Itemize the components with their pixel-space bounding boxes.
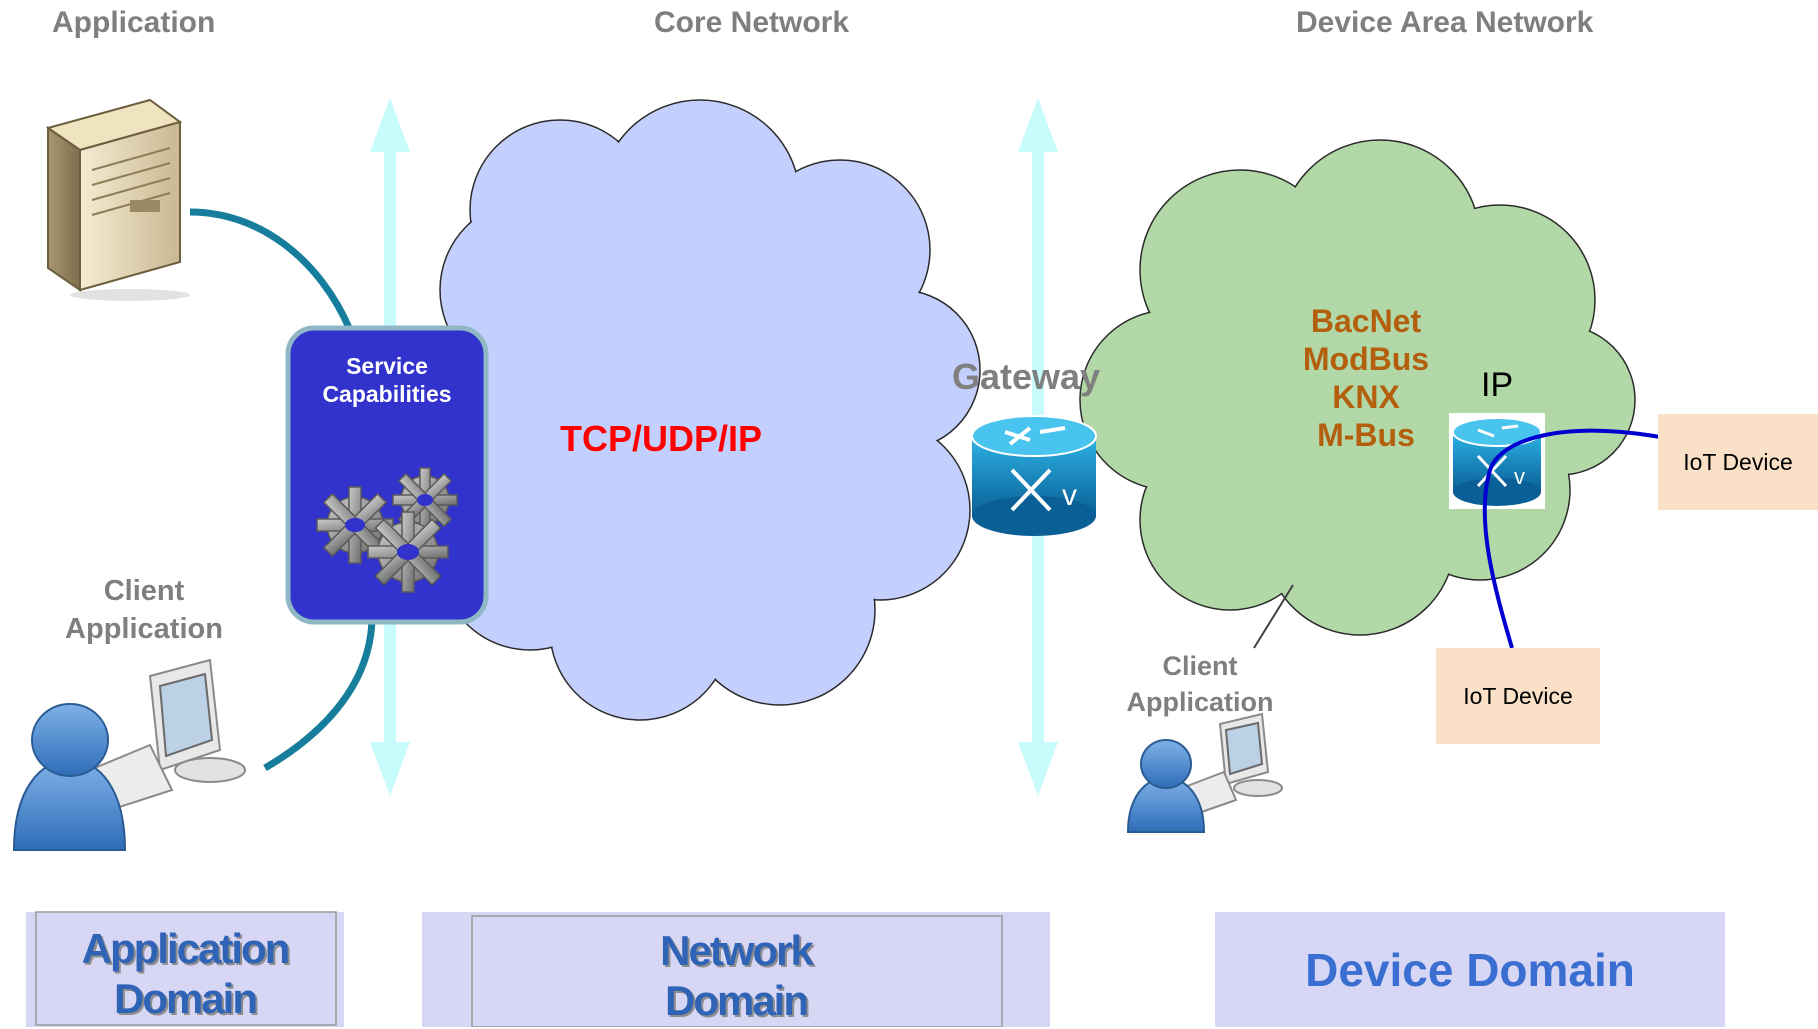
client-application-right-line1: Client [1162, 651, 1238, 681]
service-capabilities-line2: Capabilities [322, 381, 452, 407]
network-domain-box [422, 912, 1050, 1027]
service-capabilities-box [285, 325, 489, 625]
client-application-label-right: Client Application [1110, 648, 1290, 720]
application-domain-label: Application Domain [26, 920, 344, 1027]
person-icon-left [12, 703, 127, 851]
person-icon-right [1126, 739, 1206, 833]
client-link [263, 619, 376, 772]
device-domain-label: Device Domain [1215, 912, 1725, 1027]
application-domain-line2: Domain [113, 974, 258, 1022]
iot-device-box-2: IoT Device [1436, 648, 1600, 744]
gateway-router-icon: v [971, 415, 1097, 536]
client-workstation-icon-right [1126, 712, 1283, 833]
core-network-cloud [399, 99, 981, 721]
client-application-left-line2: Application [65, 613, 223, 645]
network-domain-line2: Domain [664, 976, 809, 1024]
client-connector [1253, 584, 1294, 649]
tcp-udp-ip-label: TCP/UDP/IP [560, 418, 763, 459]
ip-label: IP [1481, 366, 1514, 404]
protocol-knx: KNX [1332, 379, 1400, 415]
device-domain-text: Device Domain [1305, 943, 1635, 996]
iot-link-1 [1482, 428, 1661, 649]
gateway-label: Gateway [952, 356, 1101, 397]
network-domain-label: Network Domain [422, 922, 1050, 1029]
device-domain-box [1215, 912, 1725, 1027]
protocol-list: BacNet ModBus KNX M-Bus [1266, 302, 1466, 454]
protocol-mbus: M-Bus [1317, 417, 1415, 453]
service-capabilities-line1: Service [346, 353, 428, 379]
protocol-modbus: ModBus [1302, 341, 1430, 377]
protocol-bacnet: BacNet [1310, 303, 1422, 339]
svg-text:v: v [1514, 464, 1525, 489]
client-application-label-left: Client Application [44, 572, 244, 648]
header-application: Application [52, 6, 216, 39]
network-domain-line1: Network [660, 926, 814, 974]
iot-device-box-1: IoT Device [1658, 414, 1818, 510]
application-domain-line1: Application [81, 924, 291, 972]
server-link [189, 208, 354, 332]
client-application-left-line1: Client [103, 575, 185, 607]
client-workstation-icon-left [12, 658, 246, 851]
svg-text:v: v [1062, 479, 1077, 512]
application-domain-box [26, 912, 344, 1027]
header-device-area-network: Device Area Network [1296, 6, 1594, 39]
server-icon [45, 98, 190, 301]
header-core-network: Core Network [654, 6, 850, 39]
service-capabilities-label: Service Capabilities [290, 352, 484, 408]
client-application-right-line2: Application [1126, 687, 1274, 717]
